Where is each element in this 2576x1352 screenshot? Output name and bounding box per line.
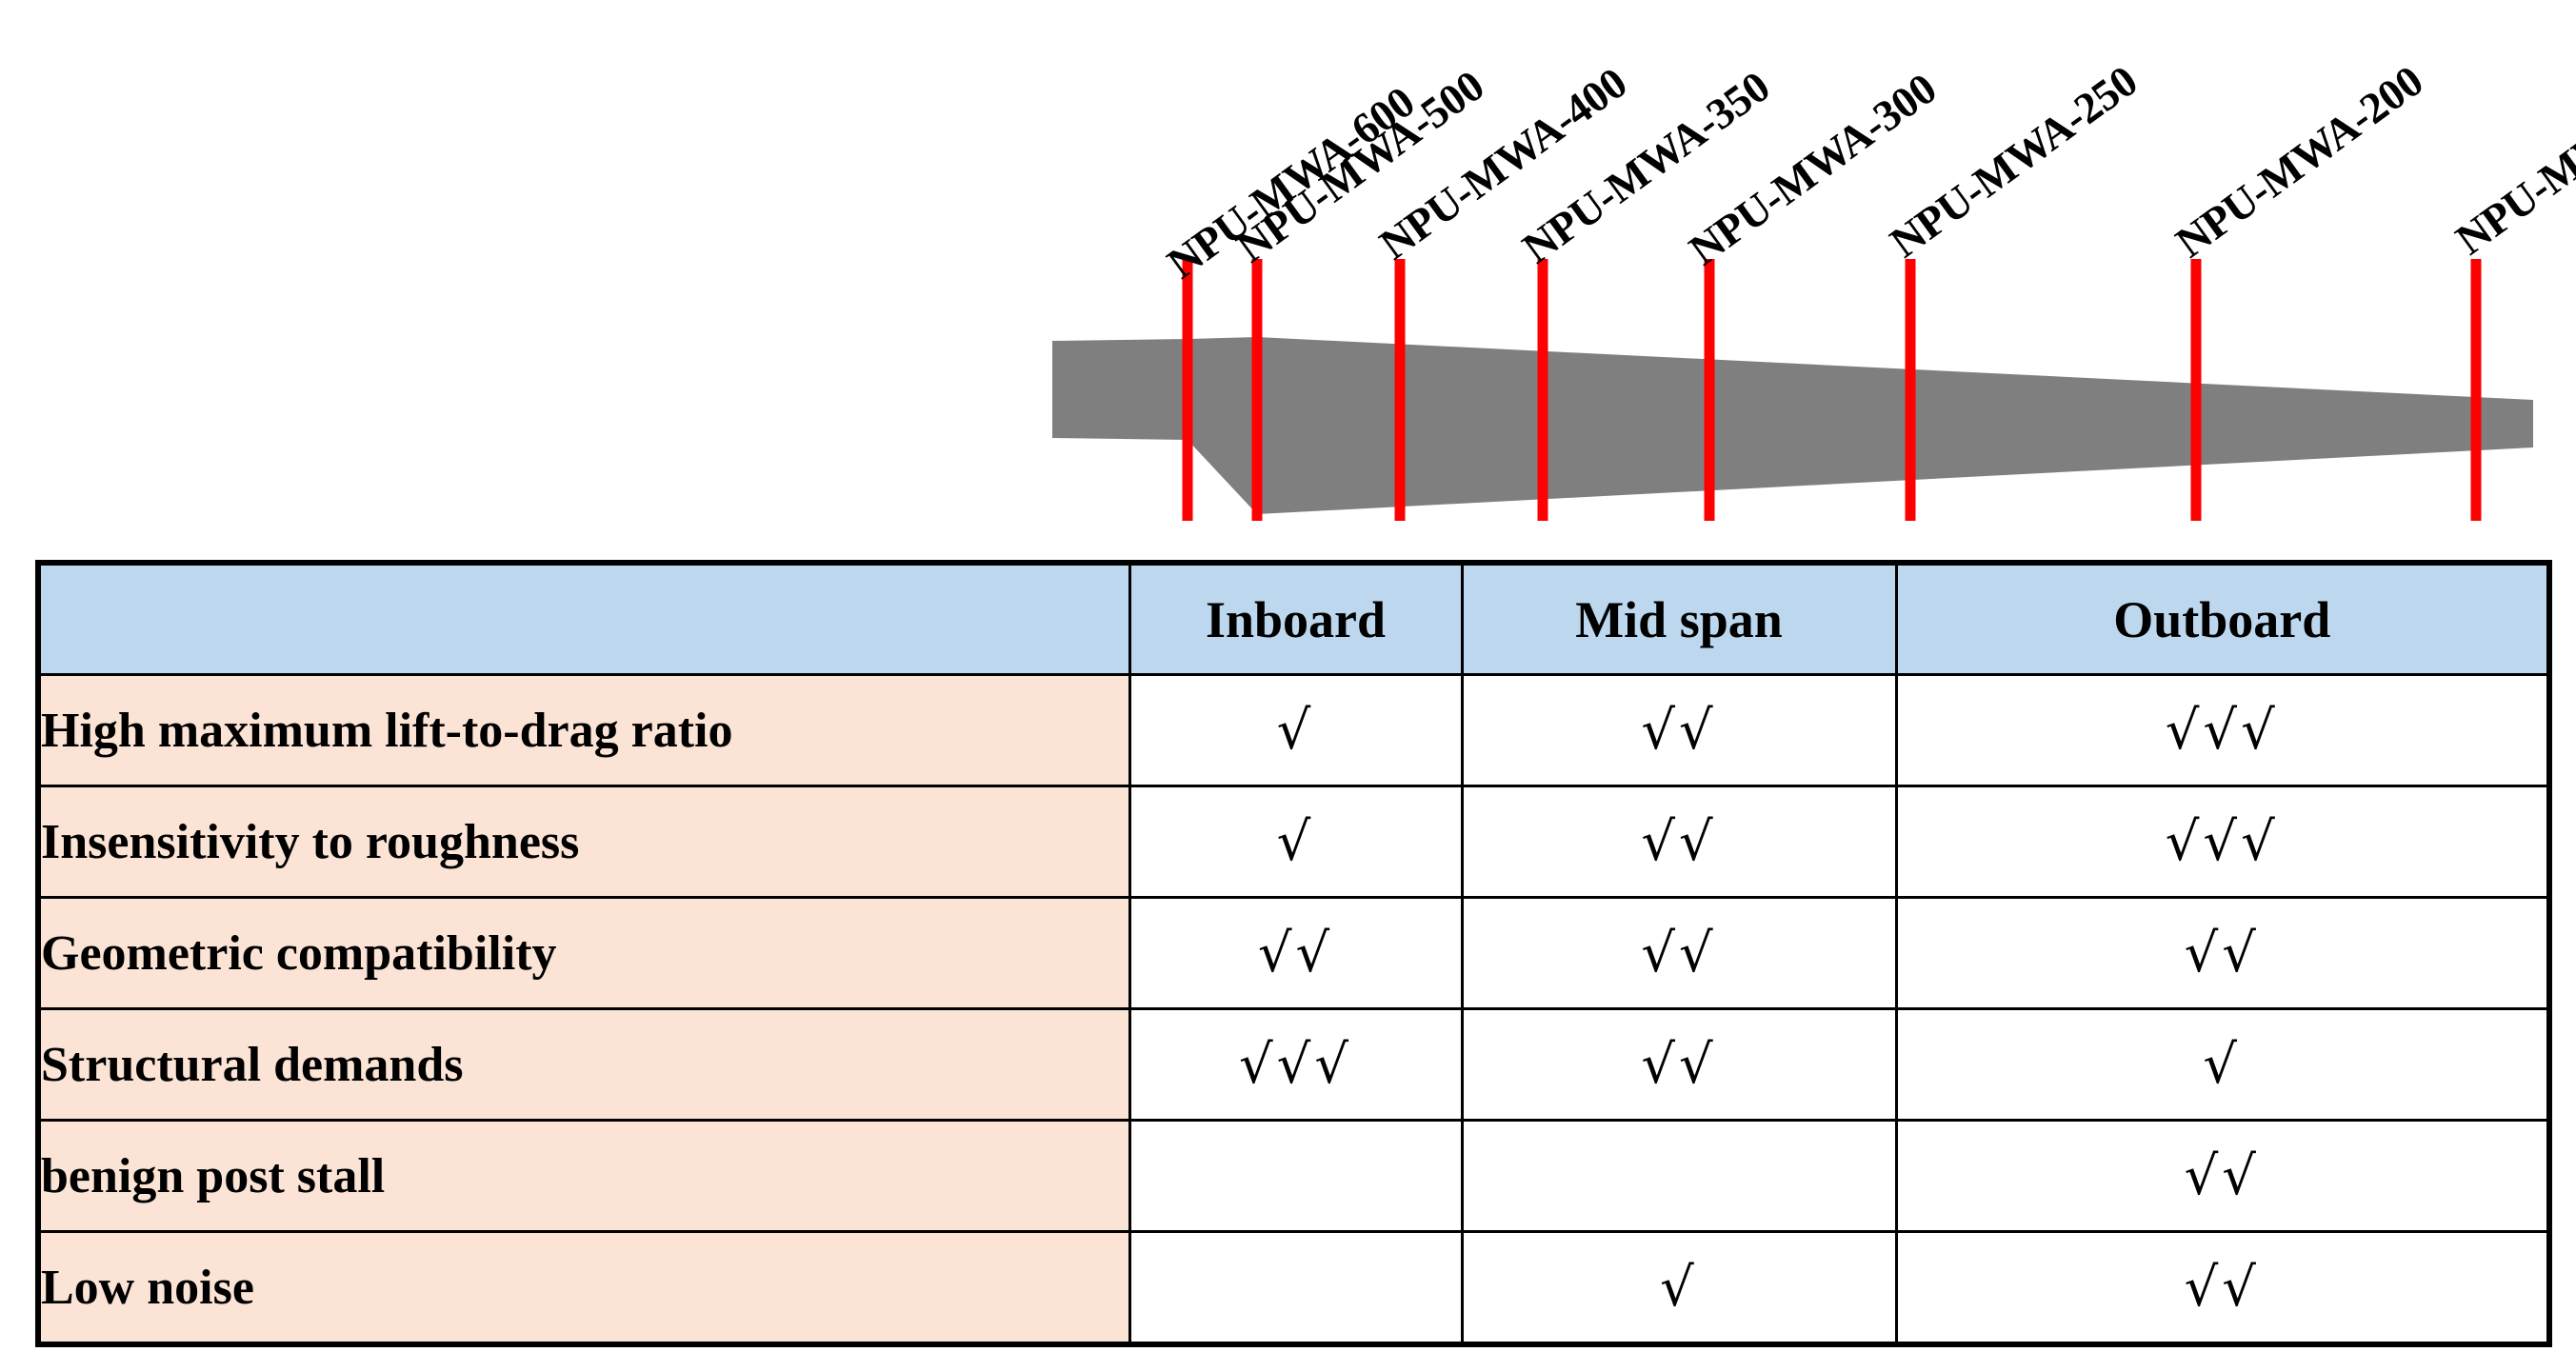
rating-inboard: √√ [1128,896,1464,1010]
row-label-benign-post-stall: benign post stall [36,1119,1131,1233]
table-row: High maximum lift-to-drag ratio √ √√ √√√ [36,673,2551,787]
rating-inboard [1128,1230,1464,1346]
rating-mid-span: √√ [1460,673,1898,787]
rating-inboard: √ [1128,785,1464,899]
row-label-geometric-compatibility: Geometric compatibility [36,896,1131,1010]
station-lines-group [1182,259,2482,521]
blade-region-criteria-table: Inboard Mid span Outboard High maximum l… [35,560,2552,1347]
rating-outboard: √√ [1894,896,2551,1010]
rating-mid-span: √ [1460,1230,1898,1346]
rating-outboard: √√√ [1894,785,2551,899]
rating-inboard: √√√ [1128,1007,1464,1122]
table-header-row: Inboard Mid span Outboard [36,561,2551,676]
rating-mid-span: √√ [1460,1007,1898,1122]
row-label-insensitivity-to-roughness: Insensitivity to roughness [36,785,1131,899]
blade-planform-svg [1052,259,2533,521]
rating-inboard: √ [1128,673,1464,787]
row-label-structural-demands: Structural demands [36,1007,1131,1122]
blade-planform-diagram: NPU-MWA-600 NPU-MWA-500 NPU-MWA-400 NPU-… [0,0,2576,550]
table-row: Structural demands √√√ √√ √ [36,1007,2551,1122]
table-row: Insensitivity to roughness √ √√ √√√ [36,785,2551,899]
rating-mid-span [1460,1119,1898,1233]
rating-inboard [1128,1119,1464,1233]
header-outboard: Outboard [1894,561,2551,676]
rating-outboard: √√ [1894,1119,2551,1233]
header-blank-cell [36,561,1131,676]
rating-outboard: √ [1894,1007,2551,1122]
rating-outboard: √√ [1894,1230,2551,1346]
table-row: Geometric compatibility √√ √√ √√ [36,896,2551,1010]
rating-mid-span: √√ [1460,896,1898,1010]
rating-mid-span: √√ [1460,785,1898,899]
row-label-low-noise: Low noise [36,1230,1131,1346]
header-mid-span: Mid span [1460,561,1898,676]
header-inboard: Inboard [1128,561,1464,676]
table-row: Low noise √ √√ [36,1230,2551,1346]
table-row: benign post stall √√ [36,1119,2551,1233]
row-label-high-maximum-lift-to-drag-ratio: High maximum lift-to-drag ratio [36,673,1131,787]
rating-outboard: √√√ [1894,673,2551,787]
blade-silhouette [1052,337,2533,514]
